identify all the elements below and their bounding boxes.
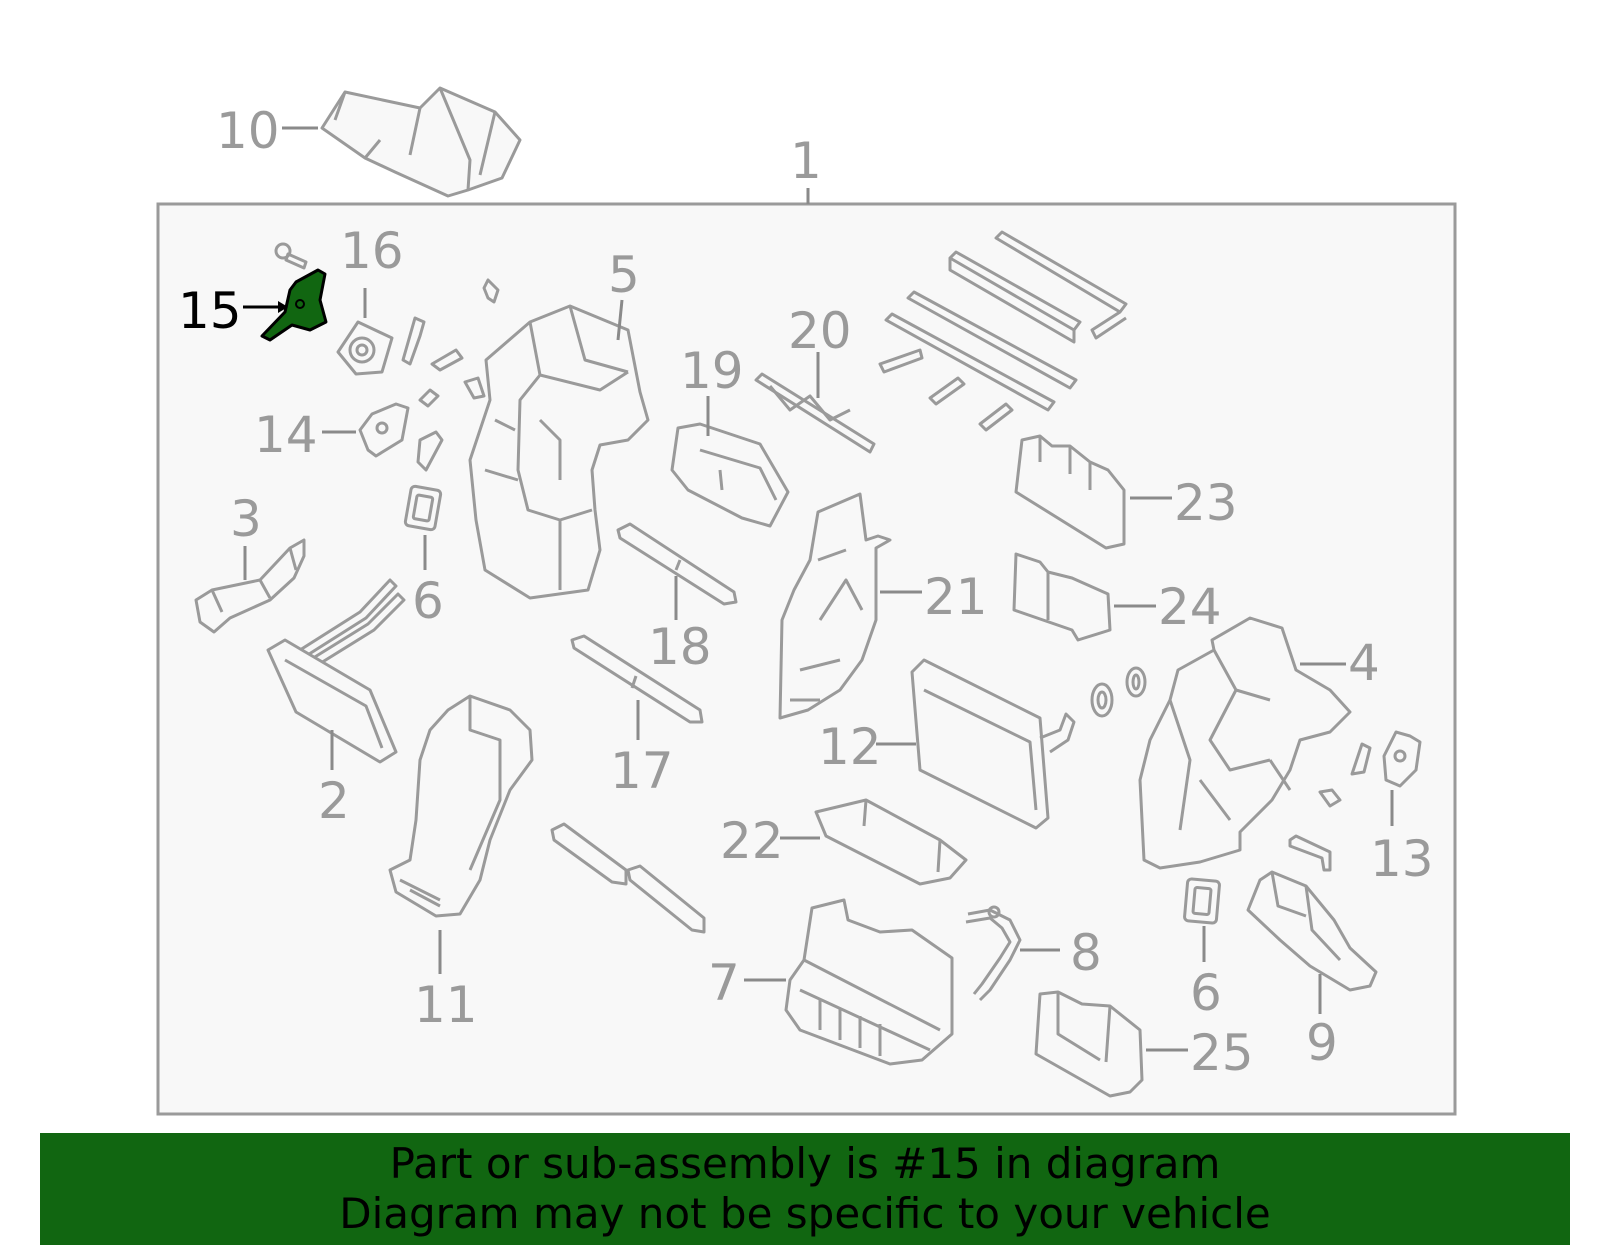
banner-line-2: Diagram may not be specific to your vehi… <box>339 1189 1271 1238</box>
callout-9: 9 <box>1306 1014 1338 1072</box>
callout-8: 8 <box>1070 924 1102 982</box>
seal-strips <box>878 230 1128 432</box>
part-15-bracket[interactable] <box>260 242 328 342</box>
callout-12: 12 <box>818 718 882 776</box>
part-16-plate[interactable] <box>336 320 394 376</box>
part-18-door[interactable] <box>616 522 738 606</box>
leader-5 <box>616 299 624 341</box>
callout-2: 2 <box>318 772 350 830</box>
callout-18: 18 <box>648 618 712 676</box>
small-hose <box>1288 788 1342 872</box>
leader-15-head <box>278 301 288 313</box>
callout-13: 13 <box>1370 830 1434 888</box>
part-13-bracket[interactable] <box>1350 730 1422 788</box>
banner-line-1: Part or sub-assembly is #15 in diagram <box>389 1139 1221 1188</box>
callout-25: 25 <box>1190 1024 1254 1082</box>
part-21-housing-half[interactable] <box>778 492 892 720</box>
callout-21: 21 <box>924 568 988 626</box>
part-7-lower-case[interactable] <box>784 898 954 1066</box>
callout-11: 11 <box>414 976 478 1034</box>
part-14-bracket[interactable] <box>358 402 444 472</box>
part-25-panel[interactable] <box>1034 990 1144 1098</box>
info-banner: Part or sub-assembly is #15 in diagram D… <box>40 1133 1570 1245</box>
callout-3: 3 <box>230 490 262 548</box>
callout-15: 15 <box>178 282 242 340</box>
part-20-seal[interactable] <box>754 372 876 454</box>
callout-14: 14 <box>254 406 318 464</box>
callout-10: 10 <box>216 102 280 160</box>
part-19-door[interactable] <box>670 422 790 528</box>
part-9-duct[interactable] <box>1246 870 1378 992</box>
callout-17: 17 <box>610 742 674 800</box>
callout-1: 1 <box>790 132 822 190</box>
small-gaskets <box>1090 666 1147 718</box>
part-4-housing-right[interactable] <box>1138 616 1352 870</box>
part-10-duct[interactable] <box>320 86 522 198</box>
part-17-door[interactable] <box>570 634 704 724</box>
part-3-pipe-bracket[interactable] <box>194 538 306 634</box>
callout-7: 7 <box>708 954 740 1012</box>
part-6-gasket-left[interactable] <box>403 484 443 532</box>
callout-24: 24 <box>1158 578 1222 636</box>
callout-20: 20 <box>788 302 852 360</box>
part-11-duct[interactable] <box>388 694 534 918</box>
part-12-evaporator[interactable] <box>910 658 1076 830</box>
small-clips <box>401 278 500 408</box>
callout-5: 5 <box>608 246 640 304</box>
callout-16: 16 <box>340 222 404 280</box>
callout-19: 19 <box>680 342 744 400</box>
callout-4: 4 <box>1348 634 1380 692</box>
callout-22: 22 <box>720 812 784 870</box>
part-23-panel[interactable] <box>1014 434 1126 550</box>
part-8-hose[interactable] <box>965 905 1022 1002</box>
small-doors <box>550 822 706 934</box>
callout-6a: 6 <box>412 572 444 630</box>
callout-23: 23 <box>1174 474 1238 532</box>
part-22-tray[interactable] <box>814 798 968 886</box>
part-6-gasket-right[interactable] <box>1183 877 1221 925</box>
part-2-heater-core[interactable] <box>266 578 406 764</box>
callout-6b: 6 <box>1190 964 1222 1022</box>
part-24-plate[interactable] <box>1012 552 1112 642</box>
